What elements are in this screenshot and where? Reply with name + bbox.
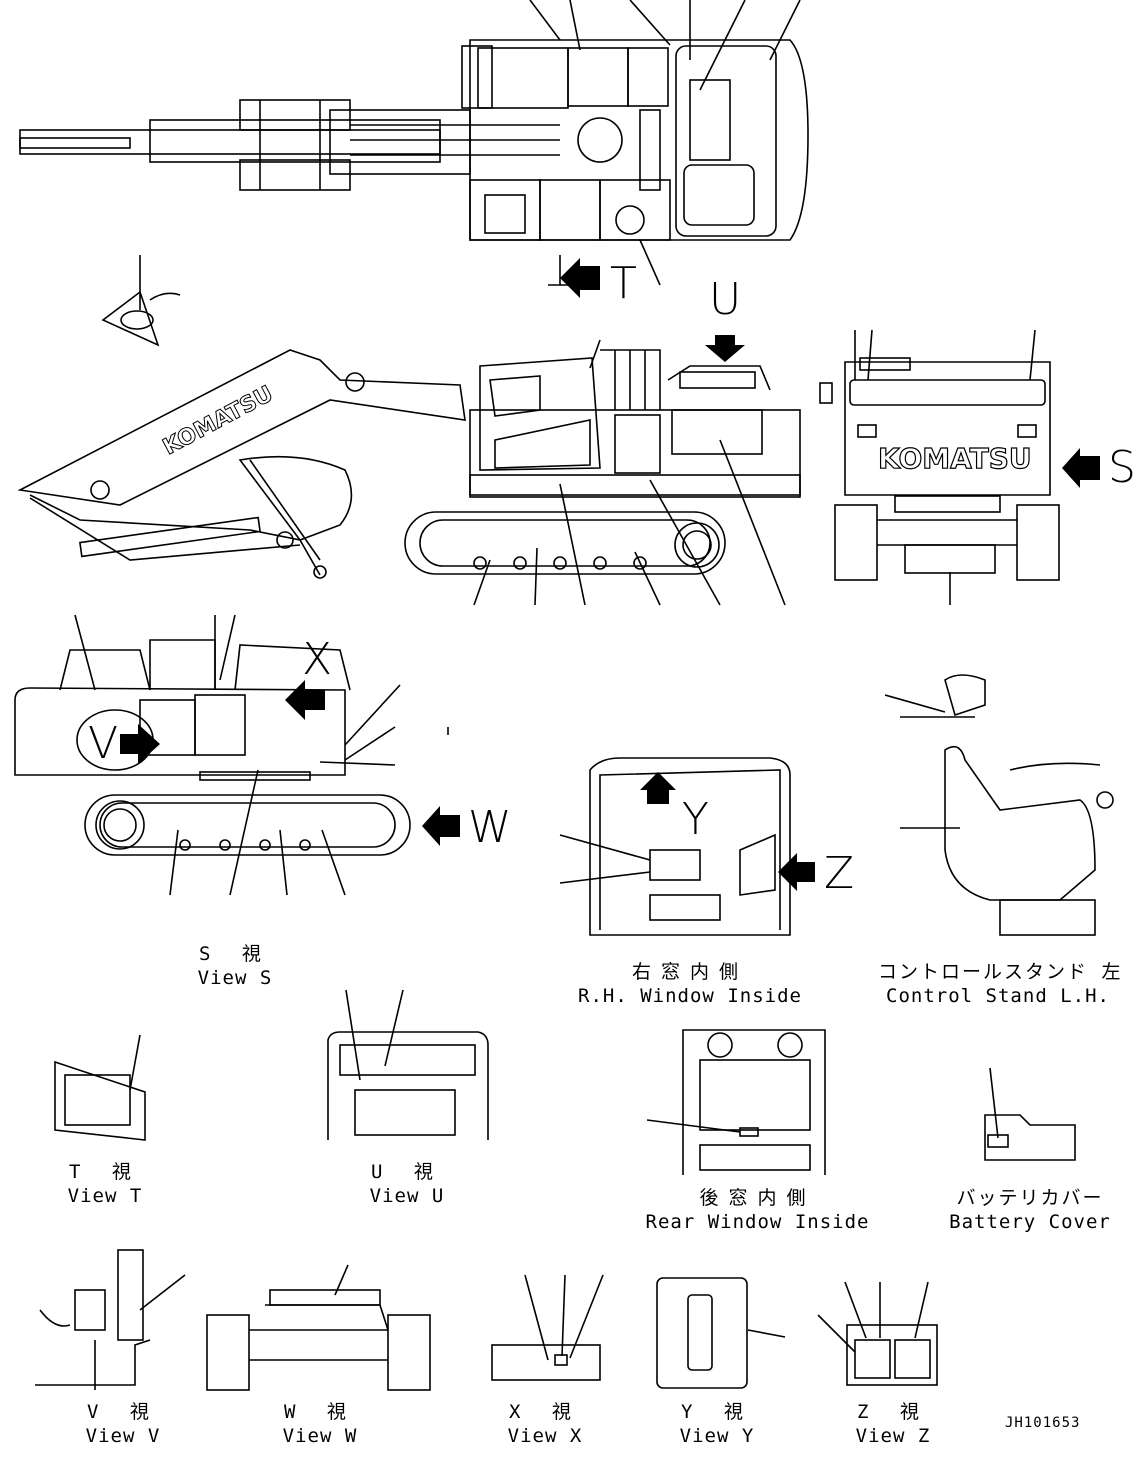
caption-view-z: Z 視 View Z [838,1400,948,1448]
caption-battery-cover: バッテリカバー Battery Cover [940,1186,1120,1234]
view-w-detail [206,1264,431,1391]
caption-view-s-jp: S 視 [199,943,271,965]
side-view-excavator [17,335,801,606]
brand-logo-boom: KOMATSU [159,382,277,461]
view-letter-s: S [1108,442,1136,493]
battery-cover-view [984,1067,1076,1161]
caption-view-u-en: View U [369,1185,445,1207]
document-id: JH101653 [1005,1415,1081,1431]
caption-view-x-jp: X 視 [509,1401,581,1423]
view-u-detail [327,989,489,1140]
caption-view-y-jp: Y 視 [681,1401,753,1423]
view-letter-v: V [88,718,119,769]
view-letter-x: X [302,634,333,685]
tag-symbol [101,255,181,347]
caption-view-t-jp: T 視 [69,1161,141,1183]
caption-view-z-jp: Z 視 [857,1401,929,1423]
rh-window-view [559,757,815,936]
caption-rh-window-jp: 右窓内側 [631,961,748,983]
caption-view-u-jp: U 視 [371,1161,443,1183]
view-y-detail [656,1277,786,1389]
caption-battery-cover-jp: バッテリカバー [956,1187,1104,1209]
caption-control-stand: コントロールスタンド 左 Control Stand L.H. [878,960,1123,1008]
caption-view-w-jp: W 視 [284,1401,356,1423]
caption-view-t-en: View T [67,1185,143,1207]
caption-view-v-jp: V 視 [87,1401,159,1423]
view-letter-z: Z [824,848,855,899]
caption-view-t: T 視 View T [50,1160,160,1208]
view-v-detail [35,1249,186,1390]
left-side-view [14,614,460,896]
caption-battery-cover-en: Battery Cover [949,1211,1111,1233]
caption-control-stand-en: Control Stand L.H. [886,985,1110,1007]
caption-view-s-en: View S [197,967,273,989]
caption-view-v: V 視 View V [68,1400,178,1448]
caption-rear-window-en: Rear Window Inside [645,1211,870,1233]
caption-view-w: W 視 View W [265,1400,375,1448]
caption-view-w-en: View W [282,1425,358,1447]
view-letter-y: Y [682,794,709,845]
view-letter-t: T [610,258,637,309]
caption-view-y-en: View Y [679,1425,755,1447]
caption-rear-window-jp: 後窓内側 [699,1187,816,1209]
view-z-detail [817,1281,938,1386]
top-plan-view [19,0,809,298]
caption-rh-window-en: R.H. Window Inside [578,985,802,1007]
caption-view-u: U 視 View U [352,1160,462,1208]
caption-view-z-en: View Z [855,1425,931,1447]
view-x-detail [491,1274,604,1381]
control-stand-view [884,674,1114,936]
caption-rear-window: 後窓内側 Rear Window Inside [635,1186,880,1234]
rear-view [819,329,1100,605]
caption-control-stand-jp: コントロールスタンド 左 [878,961,1123,983]
caption-view-y: Y 視 View Y [662,1400,772,1448]
brand-logo-rear: KOMATSU [878,442,1032,475]
caption-view-x-en: View X [507,1425,583,1447]
view-letter-w: W [468,802,512,853]
view-t-detail [54,1034,146,1141]
rear-window-view [646,1029,826,1175]
caption-view-x: X 視 View X [490,1400,600,1448]
caption-view-s: S 視 View S [180,942,290,990]
caption-rh-window: 右窓内側 R.H. Window Inside [565,960,815,1008]
view-letter-u: U [709,274,742,325]
caption-view-v-en: View V [85,1425,161,1447]
